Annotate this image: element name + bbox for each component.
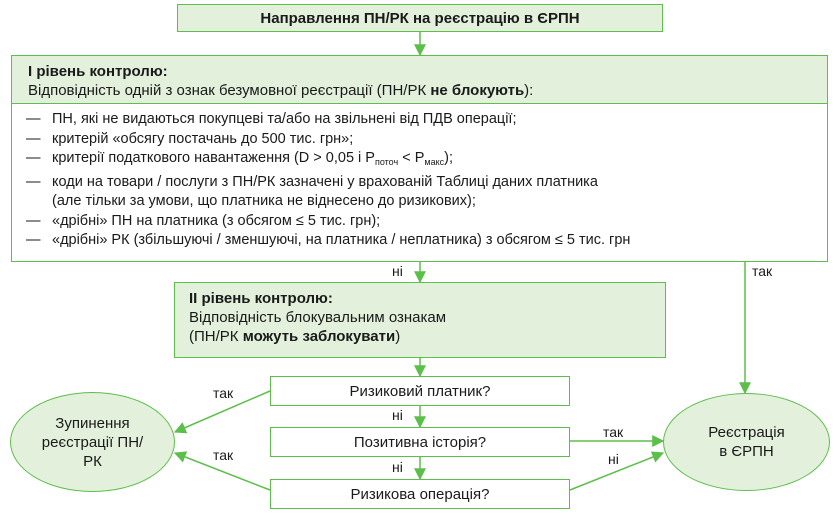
criterion-item: —«дрібні» ПН на платника (з обсягом ≤ 5 … (26, 212, 381, 229)
arrow-operation-to-registration (569, 451, 665, 491)
level2-line1: Відповідність блокувальним ознакам (189, 309, 447, 326)
level2-heading: ІІ рівень контролю: (189, 290, 333, 307)
registration-ellipse: Реєстрація в ЄРПН (663, 393, 830, 491)
label-yes-operation: так (213, 447, 234, 463)
risky-operation-box: Ризикова операція? (270, 479, 570, 509)
level1-heading: І рівень контролю: (28, 63, 168, 80)
title-box: Направлення ПН/РК на реєстрацію в ЄРПН (177, 4, 663, 32)
label-yes-history: так (603, 424, 624, 440)
level1-description: Відповідність одній з ознак безумовної р… (28, 82, 534, 99)
stop-registration-ellipse: Зупинення реєстрації ПН/РК (10, 392, 175, 492)
positive-history-box: Позитивна історія? (270, 427, 570, 457)
arrow-risky-payer-to-stop (173, 390, 271, 434)
criterion-item: —«дрібні» РК (збільшуючі / зменшуючі, на… (26, 232, 631, 248)
level2-line2: (ПН/РК можуть заблокувати) (189, 328, 401, 345)
risky-operation-label: Ризикова операція? (350, 485, 490, 503)
level2-box: ІІ рівень контролю: Відповідність блокув… (174, 282, 666, 358)
criterion-item: —ПН, які не видаються покупцеві та/або н… (26, 111, 517, 127)
positive-history-label: Позитивна історія? (353, 433, 487, 451)
label-yes-level1: так (752, 263, 773, 279)
level1-header: І рівень контролю: Відповідність одній з… (11, 55, 828, 104)
label-yes-risky-payer: так (213, 385, 234, 401)
level1-criteria-list: —ПН, які не видаються покупцеві та/або н… (26, 110, 821, 251)
criterion-item: —критерій «обсягу постачань до 500 тис. … (26, 130, 354, 147)
criterion-item: —критерії податкового навантаження (D > … (26, 150, 453, 167)
criterion-item: —коди на товари / послуги з ПН/РК зазнач… (26, 173, 598, 210)
title-text: Направлення ПН/РК на реєстрацію в ЄРПН (260, 9, 580, 27)
arrow-operation-to-stop (173, 451, 271, 491)
label-no-operation: ні (608, 451, 619, 467)
risky-payer-label: Ризиковий платник? (349, 382, 491, 400)
risky-payer-box: Ризиковий платник? (270, 376, 570, 406)
level1-criteria-box: —ПН, які не видаються покупцеві та/або н… (11, 103, 828, 262)
label-no-history: ні (392, 459, 403, 475)
stop-registration-label: Зупинення реєстрації ПН/РК (41, 414, 144, 470)
label-no-risky-payer: ні (392, 407, 403, 423)
registration-label: Реєстрація в ЄРПН (708, 424, 785, 460)
label-no-level1: ні (392, 263, 403, 279)
